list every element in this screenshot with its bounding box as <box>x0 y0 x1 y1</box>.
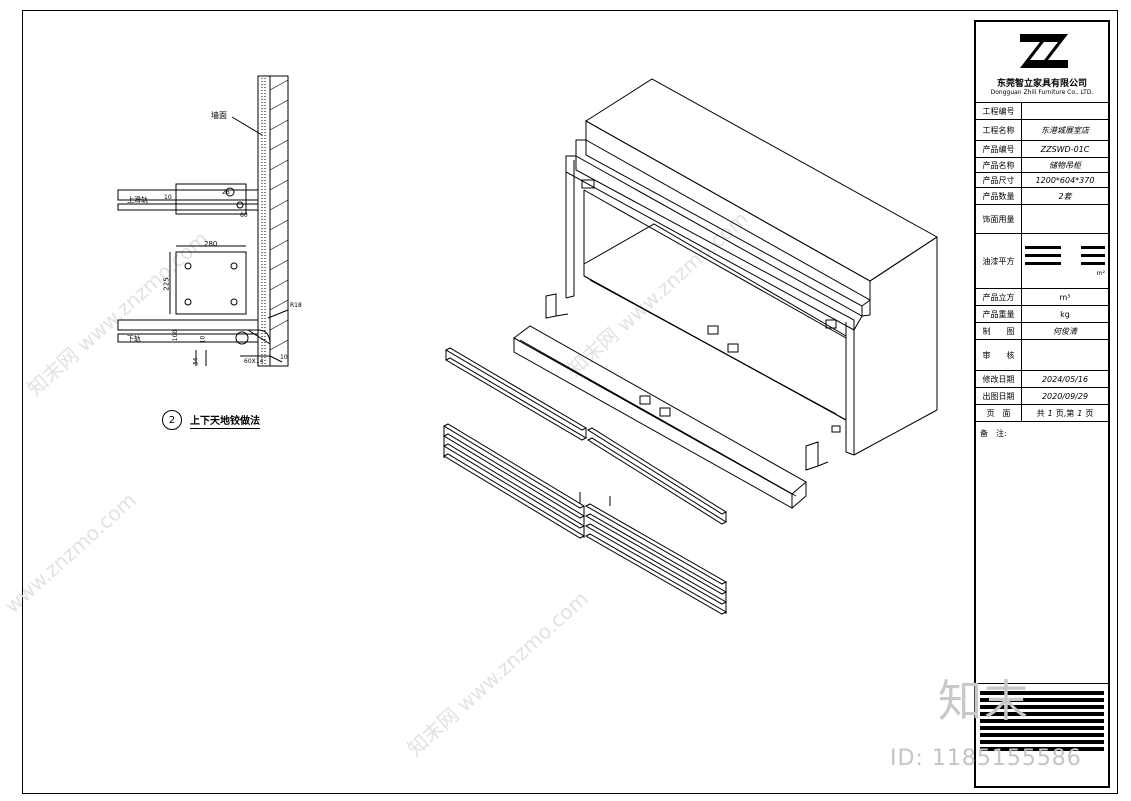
tb-row-pages: 页 面 共 1 页,第 1 页 <box>976 405 1108 422</box>
sheet-border <box>22 10 1118 794</box>
tb-row-check: 审 核 <box>976 340 1108 371</box>
remark-area: 备 注: <box>976 422 1108 684</box>
dim-r18: R18 <box>290 302 302 309</box>
zz-logo-icon <box>1020 34 1068 68</box>
watermark-brand: 知末 <box>938 676 1030 727</box>
company-name-cn: 东莞智立家具有限公司 <box>996 79 1087 89</box>
tb-row-paint-area: 油漆平方 m² <box>976 234 1108 289</box>
dim-34: 34 <box>192 357 200 366</box>
tb-row-product-name: 产品名称 储物吊柜 <box>976 158 1108 173</box>
detail-caption: 2 上下天地铰做法 <box>162 410 260 430</box>
tb-row-issue-date: 出图日期 2020/09/29 <box>976 388 1108 405</box>
dim-225: 225 <box>162 277 171 291</box>
lower-rail-label: 下轨 <box>127 335 141 343</box>
tb-row-product-size: 产品尺寸 1200*604*370 <box>976 173 1108 188</box>
redacted-values: m² <box>1022 241 1108 282</box>
dim-top-60: 60 <box>240 212 248 219</box>
detail-title: 上下天地铰做法 <box>190 412 260 429</box>
company-logo-area: 东莞智立家具有限公司 Dongguan Zhili Furniture Co.,… <box>976 22 1108 103</box>
isometric-cabinet-drawing <box>442 78 938 615</box>
dim-s: 10 <box>280 354 288 361</box>
title-block: 东莞智立家具有限公司 Dongguan Zhili Furniture Co.,… <box>974 20 1110 788</box>
cad-drawing <box>117 75 938 615</box>
dim-10b: 10 <box>199 335 207 344</box>
dim-bottom: 60X14 <box>244 358 264 365</box>
tb-row-product-no: 产品编号 ZZSWD-01C <box>976 141 1108 158</box>
tb-row-project-name: 工程名称 东港城展室店 <box>976 120 1108 141</box>
detail-number: 2 <box>162 410 182 430</box>
redacted-stamp-area <box>976 684 1108 758</box>
upper-rail-label: 上滑轨 <box>127 196 148 204</box>
company-name-en: Dongguan Zhili Furniture Co., LTD. <box>990 89 1094 96</box>
tb-row-weight: 产品重量 kg <box>976 306 1108 323</box>
hinge-detail-drawing <box>117 75 289 367</box>
remark-label: 备 注: <box>980 429 1007 438</box>
tb-row-project-no: 工程编号 <box>976 103 1108 120</box>
tb-row-volume: 产品立方 m³ <box>976 289 1108 306</box>
tb-row-finish: 饰面用量 <box>976 205 1108 234</box>
tb-row-drawn: 制 图 何俊清 <box>976 323 1108 340</box>
tb-row-modify-date: 修改日期 2024/05/16 <box>976 371 1108 388</box>
dim-top-26: 26 <box>222 189 230 196</box>
watermark-id: ID: 1185155586 <box>890 746 1082 771</box>
tb-row-quantity: 产品数量 2套 <box>976 188 1108 205</box>
dim-top-10: 10 <box>164 194 172 201</box>
dim-280: 280 <box>204 240 218 248</box>
dim-100: 100 <box>172 329 180 342</box>
wall-label: 墙面 <box>211 111 227 120</box>
